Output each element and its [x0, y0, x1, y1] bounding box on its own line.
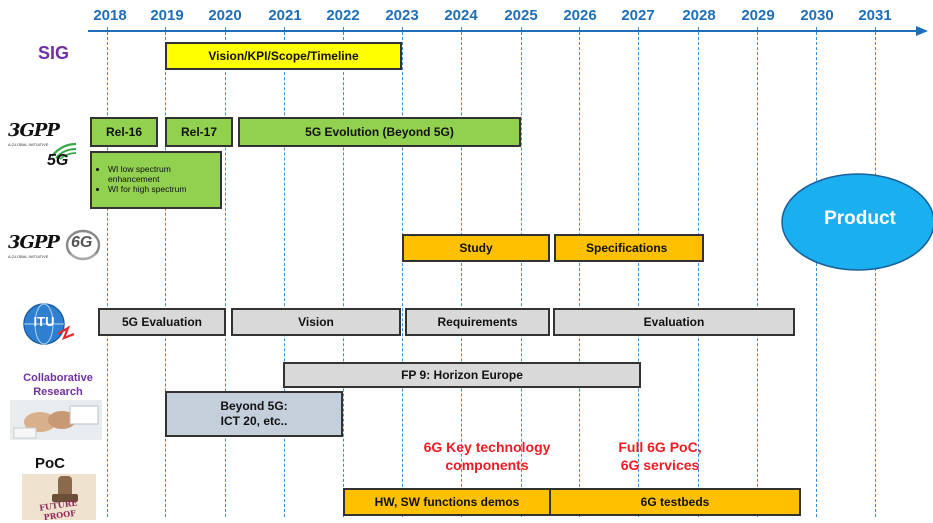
key-tech-line2: components: [445, 457, 529, 474]
bar-hw-sw-demos: HW, SW functions demos: [343, 488, 551, 516]
collab-label-line1: Collaborative: [23, 372, 93, 384]
timeline-axis: [88, 26, 928, 36]
key-tech-line1: 6G Key technology: [423, 439, 551, 455]
6g-logo-text: 6G: [71, 234, 93, 251]
gridline: [165, 27, 166, 517]
3gpp-logo-text: 3GPP: [8, 232, 60, 253]
bar-5g-evolution: 5G Evolution (Beyond 5G): [238, 117, 521, 147]
gridline: [757, 27, 758, 517]
bar-itu-evaluation: Evaluation: [553, 308, 795, 336]
bar-6g-testbeds: 6G testbeds: [549, 488, 801, 516]
6g-ring-icon: [65, 229, 101, 261]
5g-logo-text: 5G: [47, 152, 69, 169]
signal-wave-icon: [51, 142, 77, 160]
year-label-2022: 2022: [326, 7, 360, 24]
bar-rel16: Rel-16: [90, 117, 158, 147]
bar-rel17: Rel-17: [165, 117, 233, 147]
year-label-2029: 2029: [741, 7, 775, 24]
stamp-icon: [22, 474, 96, 520]
bar-itu-vision: Vision: [231, 308, 401, 336]
3gpp-logo-tagline: A GLOBAL INITIATIVE: [8, 254, 49, 259]
year-label-2030: 2030: [800, 7, 834, 24]
gridline: [698, 27, 699, 517]
year-label-2031: 2031: [858, 7, 892, 24]
year-label-2021: 2021: [268, 7, 302, 24]
gridline: [461, 27, 462, 517]
product-ellipse: [781, 173, 933, 271]
wi-item: WI for high spectrum: [108, 184, 216, 195]
gridline: [225, 27, 226, 517]
collab-label-line2: Research: [33, 386, 83, 398]
year-label-2026: 2026: [563, 7, 597, 24]
itu-globe-icon: [23, 303, 75, 345]
gridline: [107, 27, 108, 517]
poc-label: PoC: [35, 455, 65, 472]
gridline: [816, 27, 817, 517]
full-poc-line1: Full 6G PoC,: [618, 439, 702, 455]
gridline: [343, 27, 344, 517]
full-poc-text: Full 6G PoC, 6G services: [600, 438, 720, 474]
beyond-5g-line1: Beyond 5G:: [220, 399, 288, 413]
3gpp-6g-logo: 3GPP A GLOBAL INITIATIVE 6G: [6, 226, 106, 266]
bar-5g-evaluation: 5G Evaluation: [98, 308, 226, 336]
gridline: [284, 27, 285, 517]
bar-fp9-horizon: FP 9: Horizon Europe: [283, 362, 641, 388]
full-poc-line2: 6G services: [620, 457, 700, 474]
sig-label: SIG: [38, 43, 70, 63]
product-label: Product: [824, 208, 896, 229]
itu-logo-text: ITU: [33, 314, 55, 329]
year-label-2020: 2020: [208, 7, 242, 24]
gridline: [402, 27, 403, 517]
gridline: [638, 27, 639, 517]
bar-vision-kpi: Vision/KPI/Scope/Timeline: [165, 42, 402, 70]
bar-requirements: Requirements: [405, 308, 550, 336]
itu-logo: ITU: [18, 298, 78, 350]
future-proof-stamp: FUTURE PROOF: [22, 474, 96, 522]
bar-study: Study: [402, 234, 550, 262]
year-label-2028: 2028: [682, 7, 716, 24]
axis-arrow-icon: [916, 26, 928, 36]
gridline: [521, 27, 522, 517]
wi-list: WI low spectrum enhancement WI for high …: [96, 165, 216, 194]
year-label-2027: 2027: [621, 7, 655, 24]
3gpp-logo-tagline: A GLOBAL INITIATIVE: [8, 142, 49, 147]
gridline: [579, 27, 580, 517]
year-label-2023: 2023: [385, 7, 419, 24]
gridline: [875, 27, 876, 517]
wi-item: WI low spectrum enhancement: [108, 165, 216, 185]
beyond-5g-line2: ICT 20, etc..: [220, 414, 288, 428]
wi-box: WI low spectrum enhancement WI for high …: [90, 151, 222, 209]
year-label-2019: 2019: [150, 7, 184, 24]
bar-beyond-5g: Beyond 5G: ICT 20, etc..: [165, 391, 343, 437]
3gpp-5g-logo: 3GPP A GLOBAL INITIATIVE 5G: [6, 120, 92, 180]
key-tech-text: 6G Key technology components: [402, 438, 572, 474]
3gpp-logo-text: 3GPP: [8, 120, 60, 141]
year-label-2025: 2025: [504, 7, 538, 24]
year-label-2018: 2018: [93, 7, 127, 24]
year-label-2024: 2024: [444, 7, 478, 24]
bar-specifications: Specifications: [554, 234, 704, 262]
handshake-photo-icon: [10, 400, 102, 440]
